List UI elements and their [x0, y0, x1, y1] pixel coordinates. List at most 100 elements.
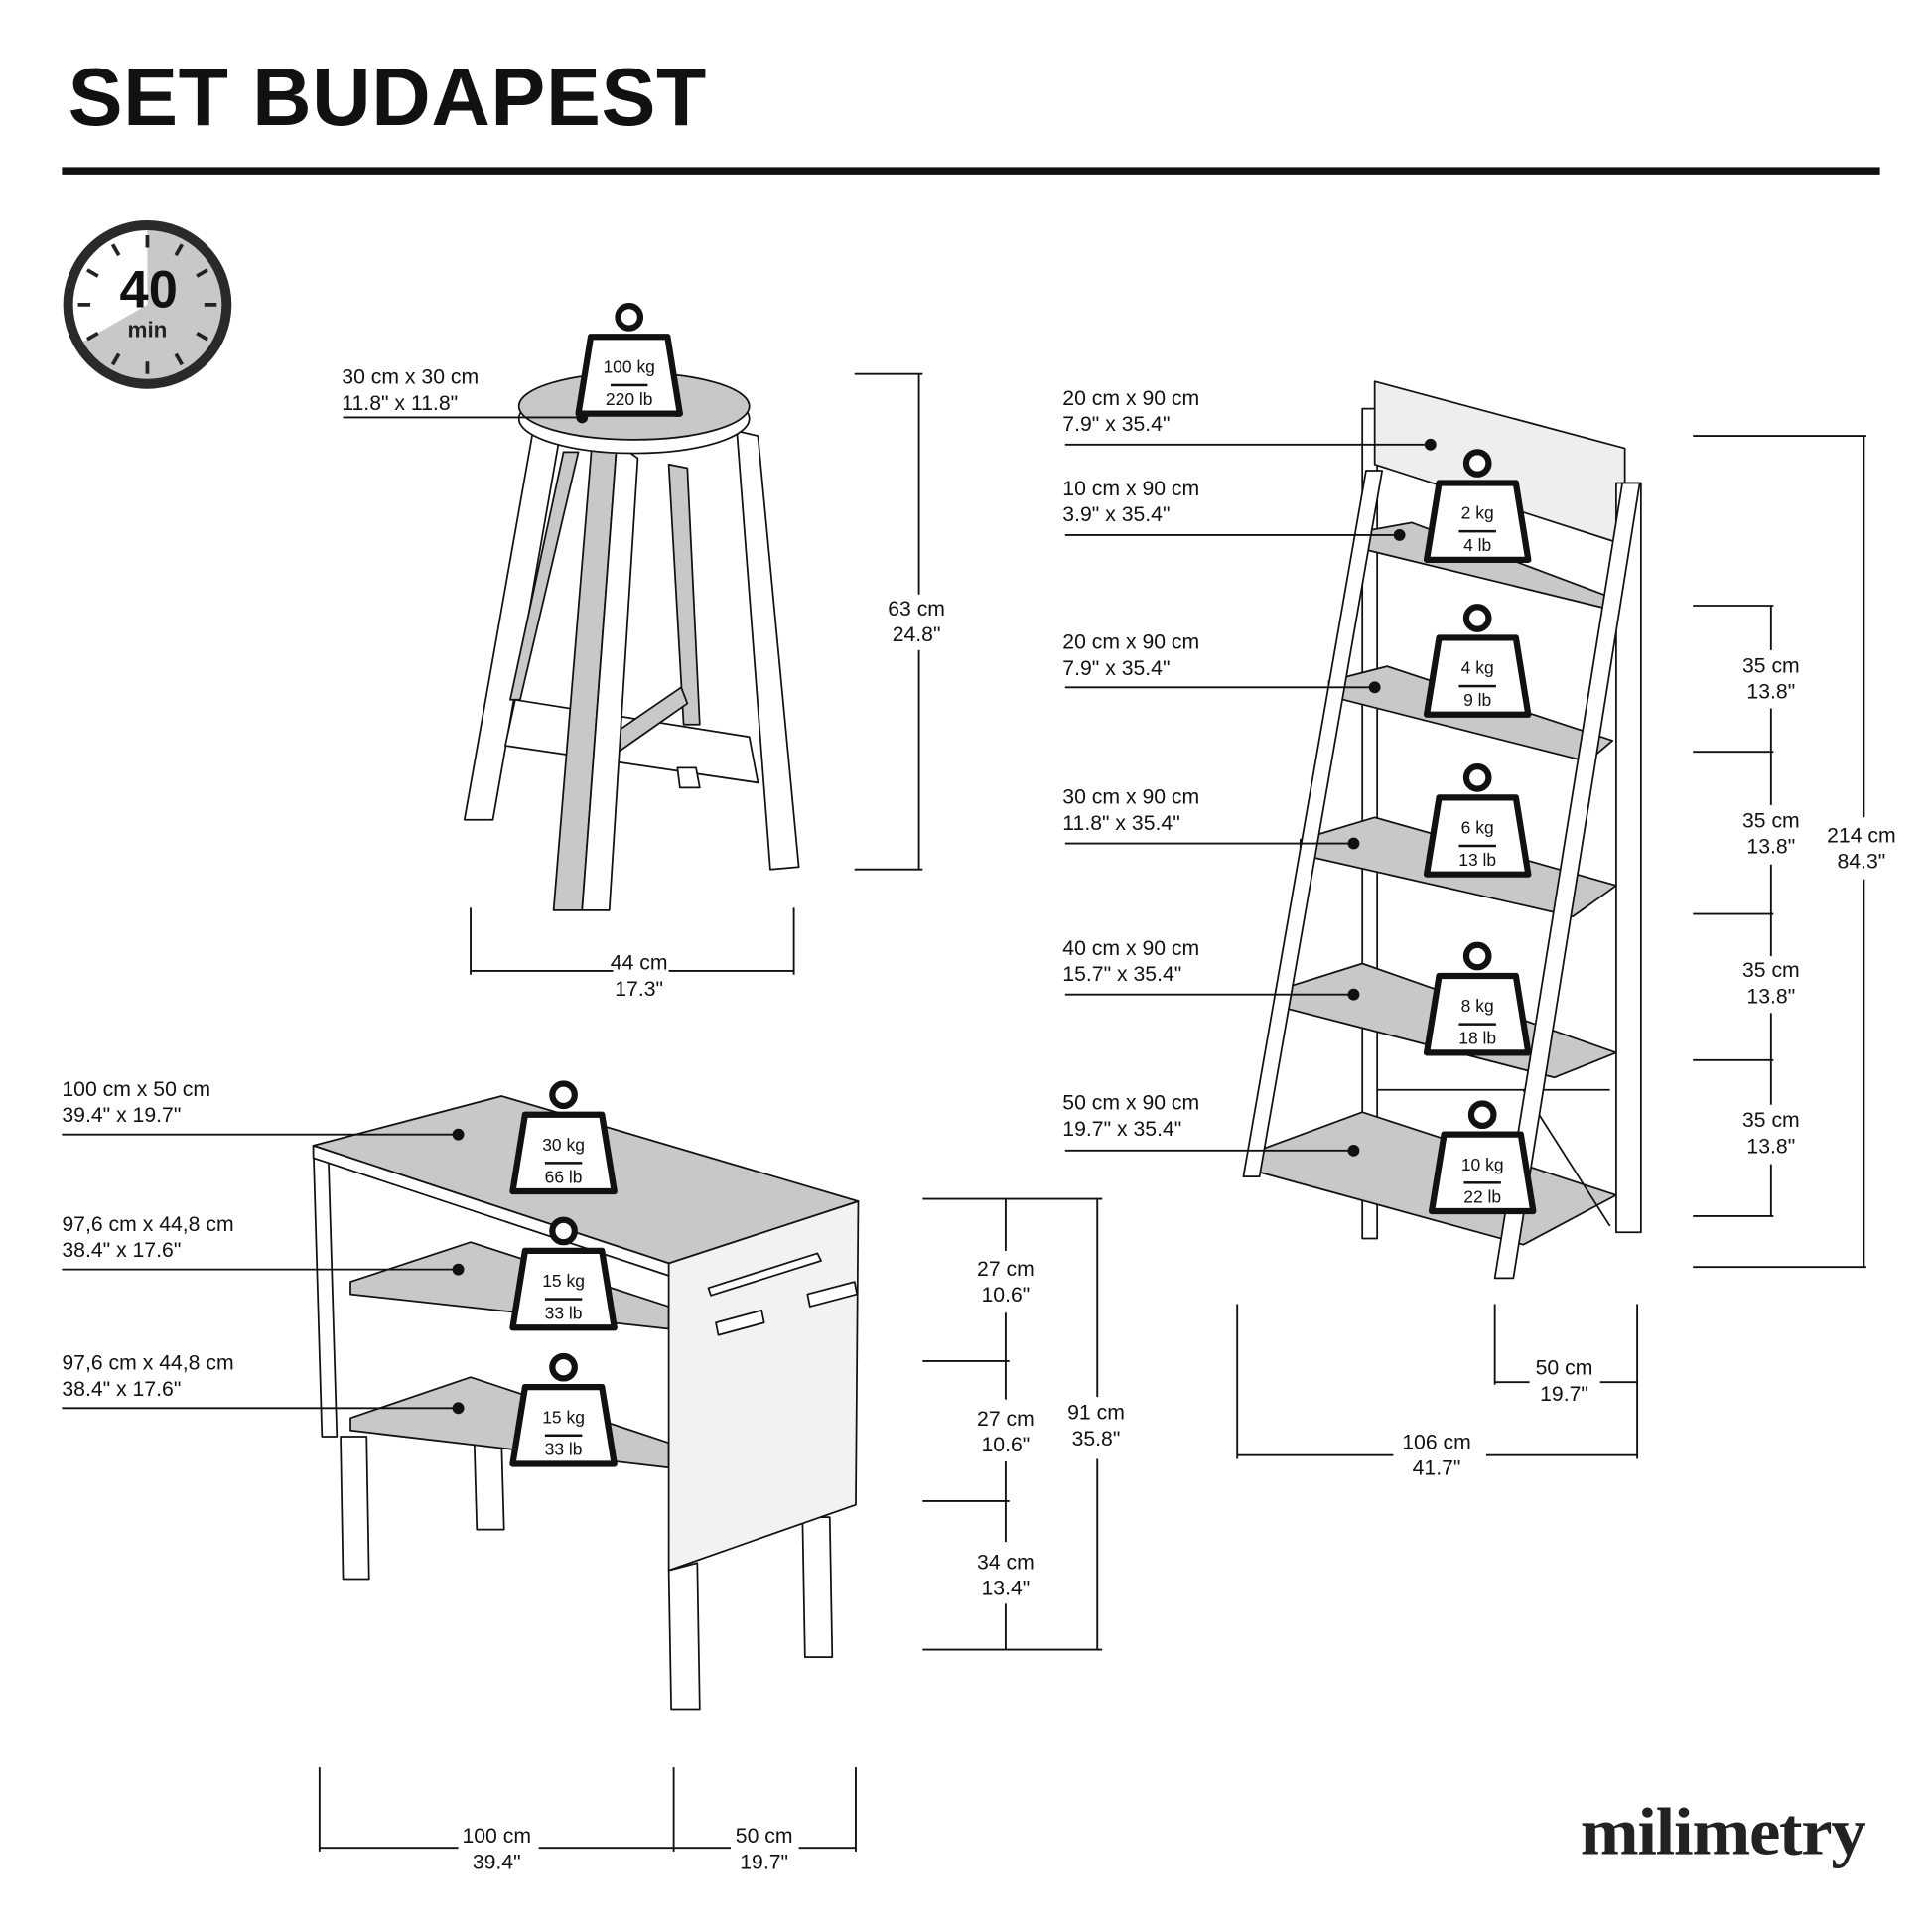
- dresser-drawing: [312, 1095, 860, 1711]
- label-imperial: 38.4" x 17.6": [62, 1377, 182, 1401]
- label-metric: 40 cm x 90 cm: [1062, 936, 1200, 960]
- load-lb: 18 lb: [1458, 1028, 1497, 1048]
- clock-tick: [86, 268, 99, 278]
- dim-in: 41.7": [1412, 1455, 1461, 1480]
- dim-cm: 34 cm: [977, 1550, 1035, 1575]
- label-imperial: 7.9" x 35.4": [1062, 656, 1171, 680]
- label-imperial: 7.9" x 35.4": [1062, 412, 1171, 437]
- label-imperial: 11.8" x 35.4": [1062, 811, 1180, 835]
- stool-drawing: [463, 371, 800, 911]
- page-title: SET BUDAPEST: [68, 51, 707, 143]
- load-lb: 9 lb: [1463, 689, 1492, 710]
- label-imperial: 19.7" x 35.4": [1062, 1117, 1182, 1141]
- dim-cm: 35 cm: [1741, 958, 1800, 983]
- clock-tick: [110, 243, 121, 257]
- label-metric: 20 cm x 90 cm: [1062, 629, 1200, 654]
- dim-in: 10.6": [981, 1433, 1031, 1456]
- dim-in: 13.8": [1746, 834, 1796, 859]
- dim-cm: 35 cm: [1741, 1108, 1800, 1133]
- dim-cm: 27 cm: [977, 1257, 1035, 1281]
- label-metric: 100 cm x 50 cm: [62, 1077, 211, 1101]
- weight-icon: 8 kg 18 lb: [1422, 939, 1533, 1058]
- dim-in: 19.7": [740, 1850, 789, 1874]
- clock-tick: [196, 331, 208, 342]
- assembly-time-value: 40: [119, 259, 178, 319]
- clock-tick: [86, 331, 99, 342]
- dim-in: 19.7": [1540, 1382, 1588, 1406]
- dim-in: 84.3": [1837, 849, 1886, 874]
- load-kg: 15 kg: [542, 1407, 585, 1428]
- dim-in: 17.3": [615, 977, 664, 1001]
- dim-in: 13.8": [1746, 1134, 1796, 1159]
- label-metric: 30 cm x 90 cm: [1062, 784, 1200, 809]
- leader-lines: [62, 411, 1437, 1415]
- dim-in: 10.6": [981, 1283, 1031, 1308]
- label-imperial: 15.7" x 35.4": [1062, 962, 1182, 986]
- title-rule: [62, 167, 1880, 175]
- load-lb: 33 lb: [544, 1303, 583, 1323]
- load-lb: 13 lb: [1458, 849, 1497, 870]
- dim-cm: 27 cm: [977, 1407, 1035, 1431]
- weight-icon: 4 kg 9 lb: [1422, 601, 1533, 720]
- weight-icon: 15 kg 33 lb: [507, 1213, 619, 1332]
- load-lb: 4 lb: [1463, 534, 1492, 555]
- dim-in: 13.4": [981, 1576, 1031, 1600]
- dim-cm: 106 cm: [1402, 1430, 1471, 1454]
- label-metric: 20 cm x 90 cm: [1062, 386, 1200, 410]
- dim-cm: 35 cm: [1741, 808, 1800, 833]
- dim-cm: 214 cm: [1827, 823, 1896, 848]
- label-metric: 97,6 cm x 44,8 cm: [62, 1350, 234, 1375]
- load-kg: 100 kg: [603, 356, 655, 377]
- load-kg: 4 kg: [1460, 657, 1494, 678]
- dim-cm: 50 cm: [735, 1824, 793, 1849]
- load-lb: 66 lb: [544, 1167, 583, 1187]
- dim-cm: 44 cm: [610, 951, 668, 975]
- label-imperial: 39.4" x 19.7": [62, 1103, 182, 1128]
- dim-in: 39.4": [472, 1850, 521, 1874]
- load-kg: 15 kg: [542, 1270, 585, 1291]
- dim-in: 13.8": [1746, 984, 1796, 1009]
- label-metric: 97,6 cm x 44,8 cm: [62, 1212, 234, 1236]
- clock-tick: [196, 268, 208, 278]
- load-kg: 8 kg: [1460, 995, 1494, 1016]
- load-kg: 2 kg: [1460, 502, 1494, 523]
- load-lb: 22 lb: [1463, 1186, 1502, 1207]
- dim-in: 24.8": [892, 622, 941, 647]
- dim-cm: 63 cm: [888, 597, 945, 621]
- label-imperial: 38.4" x 17.6": [62, 1238, 182, 1263]
- dim-in: 13.8": [1746, 679, 1796, 704]
- clock-tick: [174, 352, 184, 366]
- assembly-time-unit: min: [127, 317, 168, 343]
- weight-icon: 100 kg 220 lb: [574, 300, 685, 419]
- label-metric: 50 cm x 90 cm: [1062, 1090, 1200, 1115]
- stool-seat-label: 30 cm x 30 cm 11.8" x 11.8": [342, 364, 479, 416]
- label-metric: 10 cm x 90 cm: [1062, 477, 1200, 500]
- dim-in: 35.8": [1071, 1427, 1121, 1450]
- load-lb: 33 lb: [544, 1439, 583, 1459]
